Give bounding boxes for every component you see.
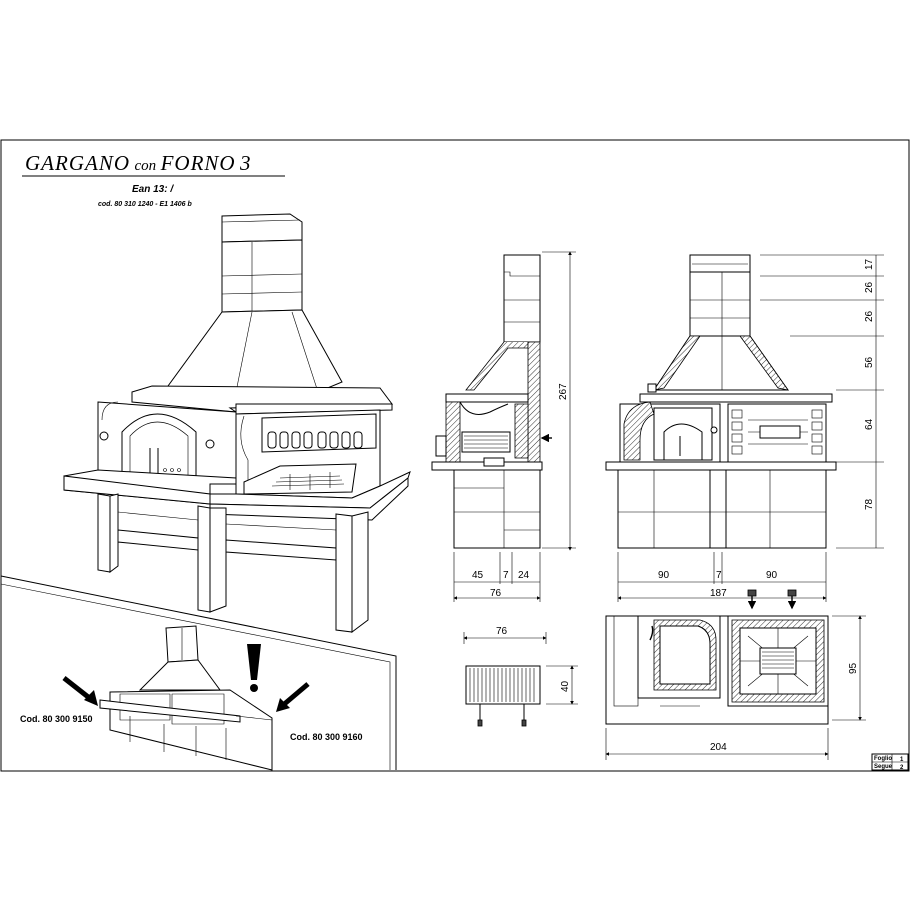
front-dim-78: 78 [864, 498, 875, 510]
front-dim-17: 17 [864, 258, 875, 270]
grill-tray-detail: 76 40 [463, 626, 578, 727]
module-code-right: Cod. 80 300 9160 [290, 732, 363, 742]
side-dim-height: 267 [558, 383, 569, 400]
ean-code: Ean 13: / [132, 184, 174, 195]
front-dim-187: 187 [710, 588, 727, 599]
front-dim-90-right: 90 [766, 570, 778, 581]
front-dim-26b: 26 [864, 310, 875, 322]
side-dim-76: 76 [490, 588, 502, 599]
plan-view: 95 204 [605, 589, 866, 760]
front-dim-56: 56 [864, 356, 875, 368]
plan-dim-95: 95 [848, 662, 859, 674]
title-main: GARGANO con FORNO 3 [25, 151, 252, 175]
front-view: 17 26 26 56 64 78 90 7 90 187 [605, 254, 884, 602]
sheet-frame [0, 139, 910, 772]
segue-label: Segue [874, 764, 893, 770]
front-dim-7: 7 [716, 570, 722, 581]
front-dim-64: 64 [864, 418, 875, 430]
sheet-info-box: Foglio 1 Segue 2 [871, 753, 909, 771]
side-dim-45: 45 [472, 570, 484, 581]
side-section-view: 267 45 7 24 76 [431, 251, 576, 602]
front-dim-90-left: 90 [658, 570, 670, 581]
side-dim-7: 7 [503, 570, 509, 581]
side-dim-24: 24 [518, 570, 530, 581]
title-block: GARGANO con FORNO 3 Ean 13: / cod. 80 31… [22, 151, 285, 208]
foglio-label: Foglio [874, 756, 892, 762]
tray-dim-40: 40 [560, 680, 571, 692]
foglio-value: 1 [900, 757, 904, 763]
product-code: cod. 80 310 1240 - E1 1406 b [98, 201, 193, 208]
front-dim-26a: 26 [864, 281, 875, 293]
plan-dim-204: 204 [710, 742, 727, 753]
module-code-left: Cod. 80 300 9150 [20, 714, 93, 724]
tray-dim-76: 76 [496, 626, 508, 637]
module-composition: Cod. 80 300 9150 Cod. 80 300 9160 [0, 575, 397, 771]
perspective-view [63, 213, 411, 633]
segue-value: 2 [900, 765, 904, 771]
